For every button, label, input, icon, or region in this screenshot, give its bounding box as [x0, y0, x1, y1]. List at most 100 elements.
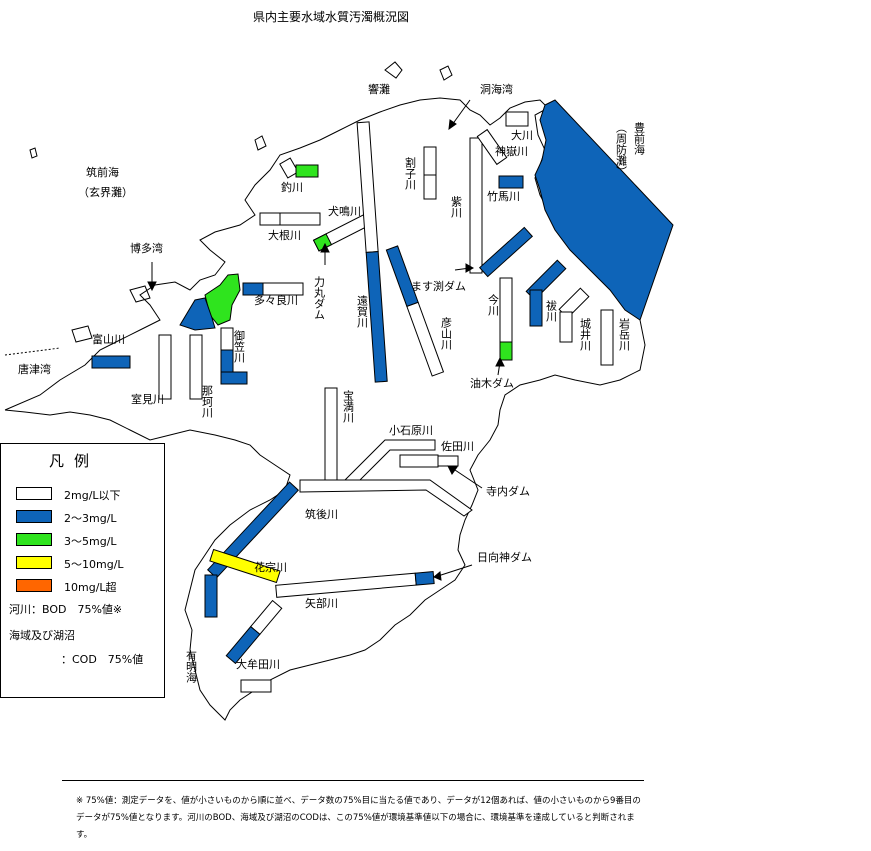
- label-iwatakegawa: 岩岳川: [618, 317, 631, 351]
- hakatawan-sea-area-blue: [179, 297, 216, 331]
- harakawa-seg: [525, 259, 567, 327]
- legend-note-river: 河川：BOD 75%値※: [9, 603, 123, 616]
- ongagawa-seg: [356, 121, 388, 383]
- legend-title: 凡例: [49, 452, 100, 470]
- nakagawa-seg: [189, 334, 203, 400]
- label-tsurikawa: 釣川: [281, 180, 303, 194]
- label-tatarakawa: 多々良川: [254, 293, 298, 307]
- ookawa-seg: [505, 111, 529, 127]
- buzenkai-sea-area: [534, 99, 674, 321]
- kandagawa-seg: [476, 128, 508, 166]
- label-chikugogawa: 筑後川: [305, 507, 338, 521]
- label-buzenkai: 豊前海: [633, 122, 646, 156]
- arrow-dokaiwan: [448, 99, 471, 131]
- arrow-terauchidam: [447, 465, 483, 489]
- arrow-hyuugamidam: [433, 564, 473, 581]
- label-hikosangawa: 彦山川: [440, 316, 453, 350]
- label-inunakigawa: 犬鳴川: [328, 204, 361, 218]
- legend-label: 5～10mg/L: [64, 558, 124, 571]
- label-harakawa: 祓川: [545, 299, 558, 322]
- legend-label: 10mg/L超: [64, 581, 117, 594]
- tatarakawa-seg2: [262, 282, 304, 296]
- label-ongagawa: 遠賀川: [356, 295, 369, 328]
- warikogawa-seg: [423, 146, 437, 200]
- tsurikawa-seg2: [295, 164, 319, 178]
- label-murasakigawa: 紫川: [450, 196, 463, 218]
- label-sadagawa: 佐田川: [441, 439, 474, 453]
- legend-label: 2mg/L以下: [64, 489, 121, 502]
- label-ookawa: 大川: [511, 128, 533, 142]
- legend-label: 3～5mg/L: [64, 535, 117, 548]
- chikugogawa-seg: [299, 479, 473, 517]
- label-genkainada: （玄界灘）: [78, 185, 133, 199]
- arrow-rikimarudam: [320, 242, 330, 265]
- arrow-aburagidam: [495, 356, 505, 376]
- label-dokaiwan: 洞海湾: [480, 82, 513, 96]
- label-yabegawa: 矢部川: [305, 596, 338, 610]
- oonegawa-seg: [259, 212, 321, 226]
- label-rikimarudam: 力丸ダム: [313, 276, 326, 320]
- legend-label: 2～3mg/L: [64, 512, 117, 525]
- mikasagawa-seg2: [220, 349, 234, 373]
- hakatawan-sea-area-green: [204, 273, 241, 326]
- island: [384, 61, 403, 79]
- tomiyamagawa-seg: [91, 355, 131, 369]
- yabegawa-seg: [275, 571, 435, 598]
- footnote-text: ※ 75%値：測定データを、値が小さいものから順に並べ、データ数の75%目に当た…: [76, 796, 641, 840]
- label-shiroigawa: 城井川: [579, 318, 592, 351]
- label-koishiwaragawa: 小石原川: [389, 424, 433, 437]
- island: [29, 147, 38, 159]
- map-title: 県内主要水域水質汚濁概況図: [253, 9, 409, 24]
- chikugogawa-lower-blue: [206, 481, 300, 579]
- dotted-border: [4, 347, 61, 356]
- label-kandagawa: 神嶽川: [495, 144, 528, 158]
- label-hanamunegawa: 花宗川: [254, 560, 287, 574]
- shiroigawa-seg: [558, 287, 590, 343]
- label-chikuzenkai: 筑前海: [86, 165, 119, 179]
- tsurikawa-seg1: [279, 157, 299, 179]
- label-oonegawa: 大根川: [268, 228, 301, 242]
- island: [439, 65, 453, 81]
- label-warikogawa: 割子川: [404, 156, 417, 190]
- label-chikugawa: 竹馬川: [487, 189, 520, 203]
- footnote-rule: [62, 780, 644, 781]
- arrow-masubuchidam: [454, 263, 475, 273]
- legend-swatch: [16, 579, 52, 592]
- terauchidam-seg: [437, 455, 459, 467]
- homangawa-seg: [324, 387, 338, 489]
- label-terauchidam: 寺内ダム: [486, 484, 530, 498]
- label-muromigawa: 室見川: [131, 392, 164, 406]
- label-nakagawa: 那珂川: [201, 385, 214, 418]
- sadagawa-seg: [399, 454, 439, 468]
- prefecture-outline: [4, 97, 646, 721]
- label-hyuugamidam: 日向神ダム: [477, 550, 532, 564]
- island: [254, 135, 267, 151]
- label-tomiyamagawa: 富山川: [92, 332, 125, 346]
- hikosangawa-seg: [385, 245, 445, 377]
- chikugawa-seg: [498, 175, 524, 189]
- label-aburagidam: 油木ダム: [470, 376, 514, 390]
- legend-box: 凡例 2mg/L以下 2～3mg/L 3～5mg/L 5～10mg/L 10mg…: [0, 443, 165, 698]
- murasakigawa-seg: [469, 137, 483, 274]
- label-mikasagawa: 御笠川: [233, 329, 246, 363]
- label-masubuchidam: ます渕ダム: [411, 279, 466, 293]
- label-imagawa: 今川: [487, 293, 500, 316]
- mikasagawa-seg3: [220, 371, 248, 385]
- label-karatsuwan: 唐津湾: [18, 362, 51, 376]
- label-homangawa: 宝満川: [342, 389, 355, 423]
- legend-note-sea: 海域及び湖沼: [9, 629, 75, 642]
- label-hakatawan: 博多湾: [130, 241, 163, 255]
- legend-swatch: [16, 510, 52, 523]
- omutagawa-seg: [240, 679, 272, 693]
- legend-swatch: [16, 556, 52, 569]
- island: [129, 285, 151, 303]
- yabegawa-lower: [225, 599, 283, 665]
- label-ariakekai: 有明海: [185, 649, 198, 684]
- label-hibikinada: 響灘: [368, 82, 390, 96]
- label-suonada: （周防灘）: [615, 122, 628, 177]
- island: [71, 325, 93, 343]
- inunakigawa-seg: [312, 212, 374, 252]
- imagawa-seg: [478, 226, 534, 361]
- label-omutagawa: 大牟田川: [236, 657, 280, 671]
